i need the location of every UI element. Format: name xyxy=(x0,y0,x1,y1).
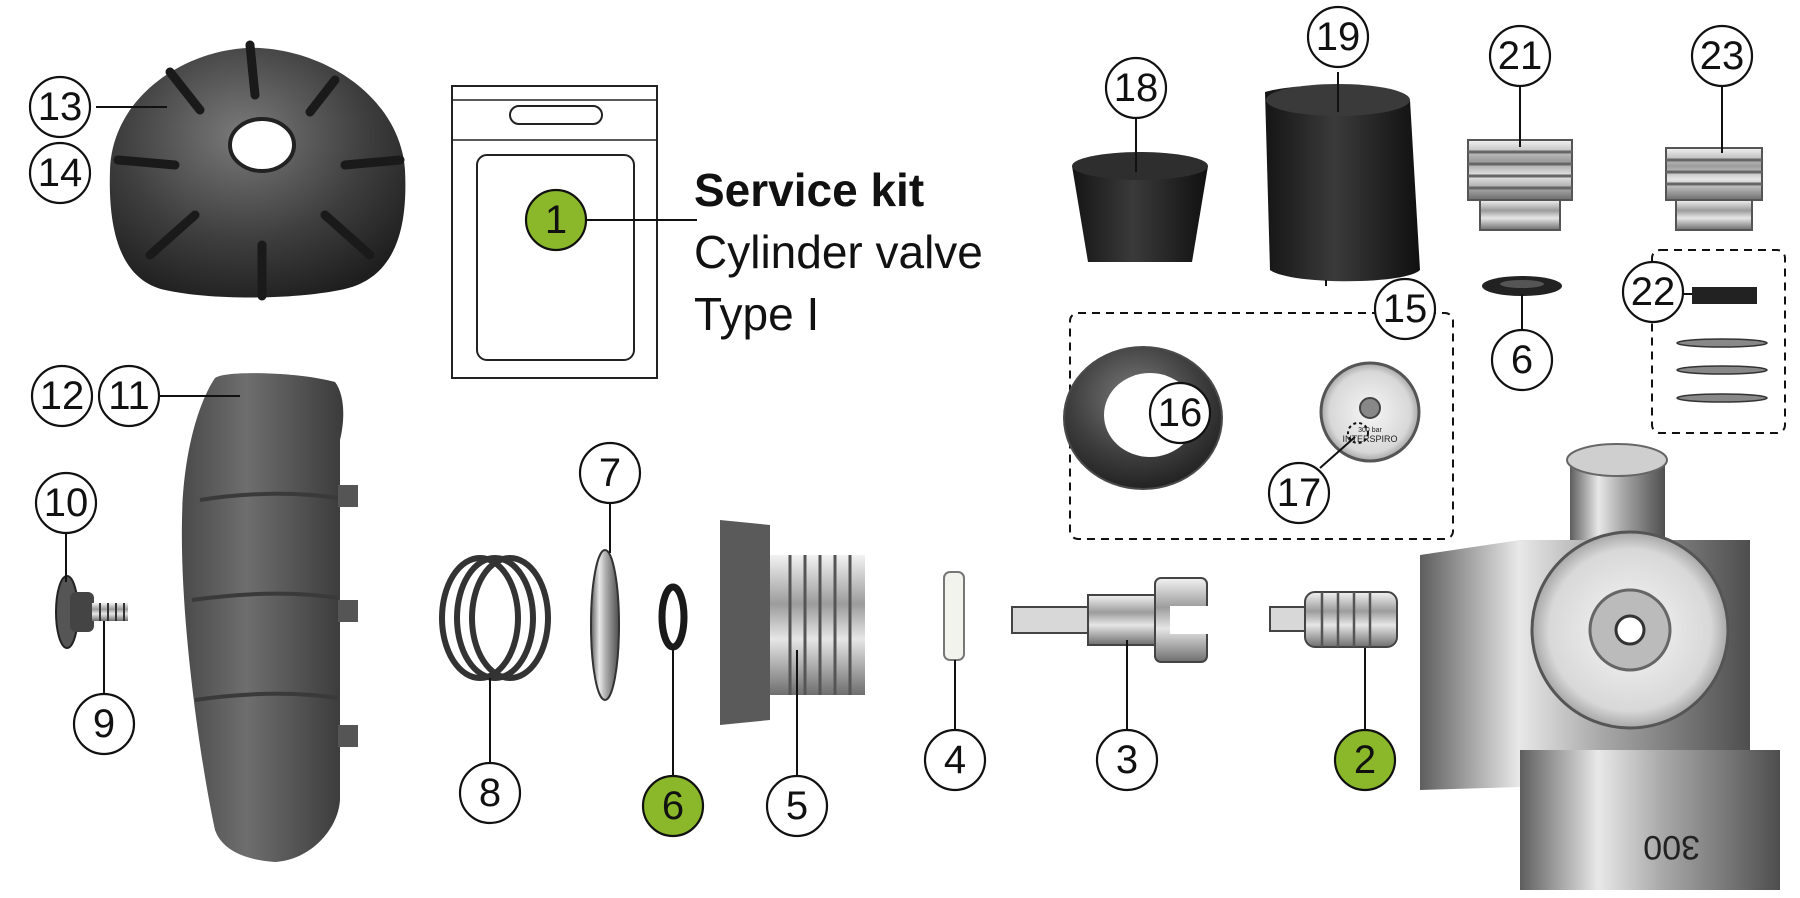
service-kit-label: Service kit Cylinder valve Type I xyxy=(694,164,983,340)
dust-cap-part-19 xyxy=(1265,84,1420,282)
spindle-part-3 xyxy=(1011,577,1208,663)
callout-2: 2 xyxy=(1333,728,1397,792)
svg-text:18: 18 xyxy=(1114,66,1159,110)
kit-line-1: Cylinder valve xyxy=(694,226,983,278)
seat-part-4 xyxy=(943,571,965,661)
svg-text:13: 13 xyxy=(38,85,83,129)
o-ring-part-6-small xyxy=(1482,276,1562,296)
part-22-group-box xyxy=(1651,249,1786,434)
svg-text:1: 1 xyxy=(545,198,567,242)
screw-and-washer-part xyxy=(55,575,128,649)
svg-text:21: 21 xyxy=(1498,34,1543,78)
o-ring-part-6 xyxy=(658,583,688,651)
valve-insert-part-2 xyxy=(1269,591,1398,648)
svg-text:4: 4 xyxy=(944,738,966,782)
dust-cap-part-18 xyxy=(1072,152,1208,262)
svg-text:10: 10 xyxy=(44,481,89,525)
callout-18: 18 xyxy=(1104,56,1168,120)
svg-text:11: 11 xyxy=(108,374,150,418)
callout-22: 22 xyxy=(1621,260,1685,324)
svg-text:12: 12 xyxy=(40,374,85,418)
svg-text:6: 6 xyxy=(662,784,684,828)
svg-text:22: 22 xyxy=(1631,270,1676,314)
svg-text:14: 14 xyxy=(38,151,83,195)
svg-text:7: 7 xyxy=(599,451,621,495)
callout-6-right: 6 xyxy=(1490,328,1554,392)
callout-23: 23 xyxy=(1690,24,1754,88)
callout-6-left: 6 xyxy=(641,774,705,838)
callout-19: 19 xyxy=(1306,5,1370,69)
callout-9: 9 xyxy=(72,692,136,756)
callout-5: 5 xyxy=(765,774,829,838)
callout-11: 11 xyxy=(97,364,161,428)
svg-text:23: 23 xyxy=(1700,34,1745,78)
callout-7: 7 xyxy=(578,441,642,505)
handle-grip-part xyxy=(181,373,358,862)
svg-text:5: 5 xyxy=(786,784,808,828)
callout-13: 13 xyxy=(28,75,92,139)
callout-10: 10 xyxy=(34,471,98,535)
svg-text:17: 17 xyxy=(1277,471,1322,515)
callout-14: 14 xyxy=(28,141,92,205)
svg-text:8: 8 xyxy=(479,771,501,815)
kit-title: Service kit xyxy=(694,164,924,216)
gauge-scale: 300 bar xyxy=(1358,427,1382,434)
callout-16: 16 xyxy=(1148,381,1212,445)
valve-marking: 300 xyxy=(1643,828,1700,866)
seal-set-part-22 xyxy=(1676,287,1768,403)
callout-15: 15 xyxy=(1373,277,1437,341)
callout-17: 17 xyxy=(1267,461,1331,525)
callout-1: 1 xyxy=(524,188,588,252)
valve-body: 300 xyxy=(1420,443,1780,890)
bonnet-part xyxy=(720,520,865,725)
spring-part xyxy=(439,555,551,681)
callout-4: 4 xyxy=(923,728,987,792)
callout-21: 21 xyxy=(1488,24,1552,88)
gauge-brand: INTERSPIRO xyxy=(1342,434,1397,444)
washer-part-7 xyxy=(590,549,620,701)
part-15-group-box xyxy=(1069,312,1454,540)
svg-text:16: 16 xyxy=(1158,391,1203,435)
plug-part-21 xyxy=(1467,139,1573,231)
kit-line-2: Type I xyxy=(694,288,819,340)
svg-text:3: 3 xyxy=(1116,738,1138,782)
svg-text:15: 15 xyxy=(1383,287,1428,331)
plug-part-23 xyxy=(1665,147,1763,231)
handwheel-cap-part xyxy=(109,40,406,301)
callout-3: 3 xyxy=(1095,728,1159,792)
svg-text:9: 9 xyxy=(93,702,115,746)
gauge-part-17: INTERSPIRO 300 bar xyxy=(1319,361,1421,463)
svg-text:2: 2 xyxy=(1354,738,1376,782)
leader-lines xyxy=(65,72,1723,775)
svg-text:6: 6 xyxy=(1511,338,1533,382)
callout-8: 8 xyxy=(458,761,522,825)
svg-text:19: 19 xyxy=(1316,15,1361,59)
callout-12: 12 xyxy=(30,364,94,428)
